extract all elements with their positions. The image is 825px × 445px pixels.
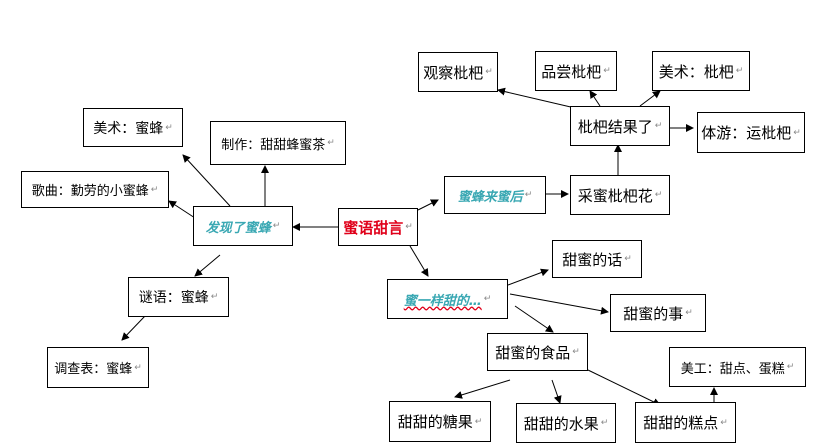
node-sweet-as: 蜜一样甜的…↵ (387, 279, 508, 319)
node-art-bee-label: 美术：蜜蜂 (93, 120, 164, 137)
paragraph-mark-icon: ↵ (210, 292, 219, 302)
paragraph-mark-icon: ↵ (134, 362, 142, 373)
node-found-bees-label: 发现了蜜蜂 (205, 220, 271, 236)
paragraph-mark-icon: ↵ (786, 362, 795, 372)
arrow-food-to-fruit (551, 379, 562, 404)
paragraph-mark-icon: ↵ (572, 347, 580, 357)
node-taste-label: 品尝枇杷 (541, 62, 602, 81)
paragraph-mark-icon: ↵ (735, 66, 744, 76)
node-sweet-as-label: 蜜一样甜的… (403, 293, 482, 309)
node-make-tea: 制作：甜甜蜂蜜茶↵ (210, 121, 346, 165)
node-after-bees-label: 蜜蜂来蜜后 (457, 189, 523, 205)
node-art-bee: 美术：蜜蜂↵ (83, 108, 183, 147)
node-found-bees: 发现了蜜蜂↵ (193, 206, 293, 246)
paragraph-mark-icon: ↵ (150, 184, 159, 195)
node-center-label: 蜜语甜言 (343, 218, 404, 237)
arrow-center-to-sweet (409, 245, 429, 277)
arrow-found-to-song (168, 200, 196, 219)
paragraph-mark-icon: ↵ (603, 66, 611, 76)
paragraph-mark-icon: ↵ (524, 190, 533, 200)
node-collect-label: 采蜜枇杷花 (577, 186, 653, 205)
node-pe-loquat-label: 体游：运枇杷 (701, 124, 792, 142)
paragraph-mark-icon: ↵ (600, 418, 609, 428)
node-cake-label: 甜甜的糕点 (643, 414, 719, 432)
node-make-tea-label: 制作：甜甜蜂蜜茶 (221, 137, 326, 153)
node-song-label: 歌曲：勤劳的小蜜蜂 (31, 184, 149, 199)
node-pe-loquat: 体游：运枇杷↵ (697, 112, 805, 153)
node-candy-label: 甜甜的糖果 (397, 413, 473, 431)
node-center: 蜜语甜言↵ (338, 208, 418, 246)
node-collect: 采蜜枇杷花↵ (570, 175, 670, 215)
paragraph-mark-icon: ↵ (793, 127, 801, 138)
node-fruit: 甜甜的水果↵ (516, 403, 616, 443)
paragraph-mark-icon: ↵ (685, 308, 693, 318)
paragraph-mark-icon: ↵ (483, 294, 492, 304)
arrow-food-to-candy (454, 379, 511, 399)
arrow-food-to-cake (587, 369, 661, 406)
arrow-fruit-to-observe (497, 87, 576, 109)
node-riddle-label: 谜语：蜜蜂 (138, 290, 209, 306)
paragraph-mark-icon: ↵ (405, 222, 413, 232)
paragraph-mark-icon: ↵ (272, 221, 281, 231)
paragraph-mark-icon: ↵ (720, 417, 728, 428)
node-loquat-fruit-label: 枇杷结果了 (577, 117, 653, 136)
node-candy: 甜甜的糖果↵ (389, 401, 491, 442)
paragraph-mark-icon: ↵ (654, 190, 663, 200)
node-sweet-food: 甜蜜的食品↵ (487, 333, 588, 371)
arrow-sweet-to-words (507, 268, 549, 286)
node-craft-label: 美工：甜点、蛋糕 (680, 361, 785, 377)
node-sweet-words-label: 甜蜜的话 (562, 250, 623, 269)
paragraph-mark-icon: ↵ (485, 67, 493, 77)
node-riddle: 谜语：蜜蜂↵ (128, 277, 229, 317)
paragraph-mark-icon: ↵ (165, 122, 173, 133)
node-fruit-label: 甜甜的水果 (523, 414, 599, 433)
node-sweet-food-label: 甜蜜的食品 (495, 343, 571, 362)
node-observe-label: 观察枇杷 (423, 63, 484, 82)
paragraph-mark-icon: ↵ (654, 121, 663, 131)
node-craft: 美工：甜点、蛋糕↵ (669, 347, 806, 387)
node-observe: 观察枇杷↵ (418, 52, 498, 92)
node-after-bees: 蜜蜂来蜜后↵ (444, 176, 546, 214)
node-loquat-fruit: 枇杷结果了↵ (570, 106, 670, 146)
arrow-found-to-riddle (194, 254, 221, 277)
node-sweet-things-label: 甜蜜的事 (623, 304, 684, 323)
node-taste: 品尝枇杷↵ (535, 51, 617, 91)
node-art-loquat: 美术：枇杷↵ (652, 51, 750, 91)
node-sweet-things: 甜蜜的事↵ (610, 294, 706, 332)
arrow-found-to-art (182, 154, 231, 207)
arrow-sweet-to-things (509, 293, 609, 315)
node-survey: 调查表：蜜蜂↵ (47, 347, 149, 388)
arrow-fruit-to-art (639, 90, 661, 107)
node-art-loquat-label: 美术：枇杷 (658, 62, 734, 81)
node-sweet-words: 甜蜜的话↵ (552, 240, 642, 278)
paragraph-mark-icon: ↵ (474, 416, 483, 427)
arrow-sweet-to-food (514, 305, 554, 333)
paragraph-mark-icon: ↵ (624, 254, 632, 264)
node-song: 歌曲：勤劳的小蜜蜂↵ (21, 171, 169, 208)
arrow-fruit-to-taste (589, 90, 601, 107)
arrow-center-to-after (417, 199, 439, 211)
node-cake: 甜甜的糕点↵ (635, 402, 736, 443)
arrow-riddle-to-survey (121, 315, 146, 341)
paragraph-mark-icon: ↵ (327, 138, 335, 148)
node-survey-label: 调查表：蜜蜂 (54, 362, 133, 377)
